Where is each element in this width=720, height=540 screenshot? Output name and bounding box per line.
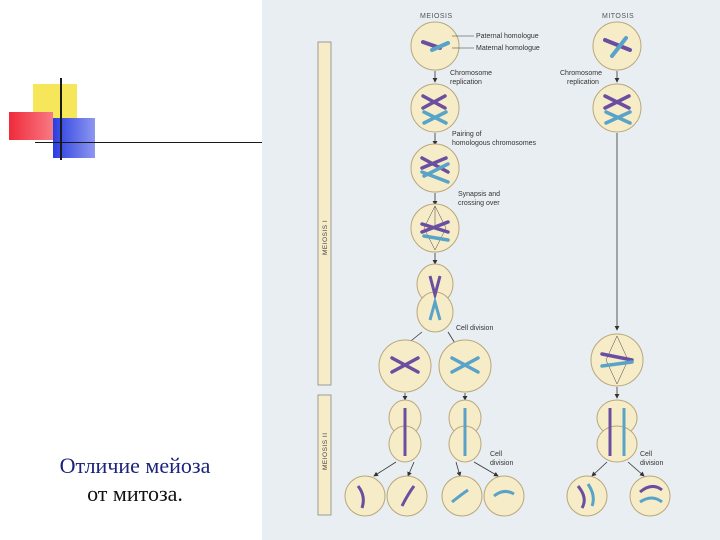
meiosis-replication-label-1: Chromosome: [450, 70, 492, 77]
mitosis-cell-4: [596, 399, 638, 463]
deco-vertical-line: [60, 78, 62, 160]
meiosis-cell-1: [410, 21, 460, 71]
gamete-2: [386, 475, 428, 517]
mitosis-arrow-3b: [627, 461, 645, 477]
meiosis-header: MEIOSIS: [420, 13, 453, 20]
mitosis-replication-label-1: Chromosome: [560, 70, 602, 77]
meiosis-2-bar-label: MEIOSIS II: [322, 432, 329, 470]
meiosis-mitosis-figure: MEIOSIS MITOSIS MEIOSIS I MEIOSIS II Pat…: [262, 0, 720, 540]
mitosis-replication-label-2: replication: [567, 79, 599, 86]
arrow-7b: [407, 461, 415, 477]
cell-division-label-2a: Cell: [490, 451, 503, 458]
meiosis-1-bar: [317, 41, 332, 386]
meiosis-cell-2: [410, 83, 460, 133]
deco-red-square: [9, 112, 53, 140]
arrow-7c: [455, 461, 462, 477]
mitosis-header: MITOSIS: [602, 13, 634, 20]
cell-division-label-3a: Cell: [640, 451, 653, 458]
meiosis-cell-4: [410, 203, 460, 253]
cell-division-label-3b: division: [640, 460, 663, 467]
slide-title-line-1: Отличие мейоза: [59, 453, 211, 478]
mitosis-daughter-left: [566, 475, 608, 517]
deco-horizontal-line: [35, 142, 265, 143]
paternal-label: Paternal homologue: [476, 33, 539, 40]
mitosis-cell-1: [592, 21, 642, 71]
meiosis-cell-5: [416, 263, 454, 333]
maternal-label: Maternal homologue: [476, 45, 540, 52]
pairing-label-2: homologous chromosomes: [452, 140, 537, 147]
meiosis-2-bar: [317, 394, 332, 516]
arrow-7d: [473, 461, 499, 477]
gamete-1: [344, 475, 386, 517]
pairing-label-1: Pairing of: [452, 131, 482, 138]
meiosis-replication-label-2: replication: [450, 79, 482, 86]
mitosis-daughter-right: [629, 475, 671, 517]
mitosis-cell-3: [590, 333, 644, 387]
cell-division-label-1: Cell division: [456, 325, 493, 332]
meiosis-1-bar-label: MEIOSIS I: [322, 220, 329, 255]
slide-title-line-2: от митоза.: [87, 481, 183, 506]
arrow-7a: [373, 461, 397, 477]
meiosis-daughter-cell-right: [438, 339, 492, 393]
meiosis-2-dividing-right: [448, 399, 482, 463]
synapsis-label-1: Synapsis and: [458, 191, 500, 198]
gamete-4: [483, 475, 525, 517]
meiosis-2-dividing-left: [388, 399, 422, 463]
synapsis-label-2: crossing over: [458, 200, 500, 207]
mitosis-cell-2: [592, 83, 642, 133]
slide-title: Отличие мейоза от митоза.: [10, 452, 260, 508]
cell-division-label-2b: division: [490, 460, 513, 467]
figure-canvas: MEIOSIS MITOSIS MEIOSIS I MEIOSIS II Pat…: [317, 13, 671, 517]
meiosis-cell-3: [410, 143, 460, 193]
mitosis-arrow-3a: [591, 461, 608, 477]
meiosis-daughter-cell-left: [378, 339, 432, 393]
gamete-3: [441, 475, 483, 517]
